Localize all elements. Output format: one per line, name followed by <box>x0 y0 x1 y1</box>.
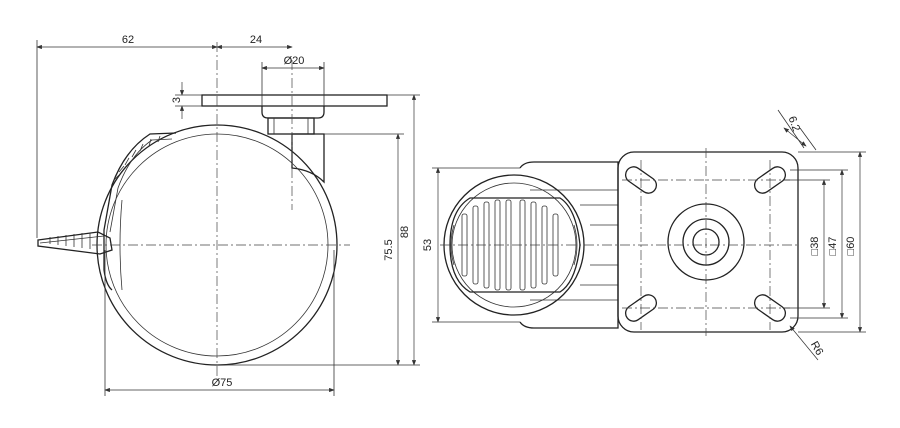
dim-axle-height-label: 75.5 <box>383 239 395 260</box>
dim-corner-radius-label: R6 <box>808 339 825 357</box>
dim-plate-half-label: 24 <box>250 34 262 46</box>
dim-stem-diameter-label: Ø20 <box>284 55 305 67</box>
wheel-hub-arc <box>119 199 123 291</box>
dim-hole-spacing-label: □38 <box>809 237 821 256</box>
dim-plate-outer-label: □60 <box>845 237 857 256</box>
side-view: 62 24 Ø20 3 Ø75 75.5 88 <box>36 34 420 396</box>
brake-cap-lens <box>449 197 581 293</box>
top-mounting-plate <box>617 151 799 333</box>
swivel-head <box>261 106 325 119</box>
dim-offset-label: 62 <box>122 34 134 46</box>
dim-plate-inner-label: □47 <box>827 237 839 256</box>
dim-width-label: 53 <box>422 239 434 251</box>
swivel-stem <box>267 117 315 135</box>
dim-plate-thickness-label: 3 <box>171 97 183 103</box>
dim-hole-diameter-label: 6.2 <box>786 115 803 133</box>
brake-ribs <box>113 135 161 181</box>
brake-pedal <box>37 231 113 255</box>
dim-wheel-diameter-label: Ø75 <box>212 377 233 389</box>
top-view: 53 6.2 □38 □47 □60 R6 <box>422 109 866 361</box>
fork-leg <box>291 133 325 184</box>
mounting-slots <box>624 166 787 322</box>
brake-hood <box>103 132 177 291</box>
dim-total-height-label: 88 <box>399 226 411 238</box>
mounting-plate <box>201 94 388 107</box>
